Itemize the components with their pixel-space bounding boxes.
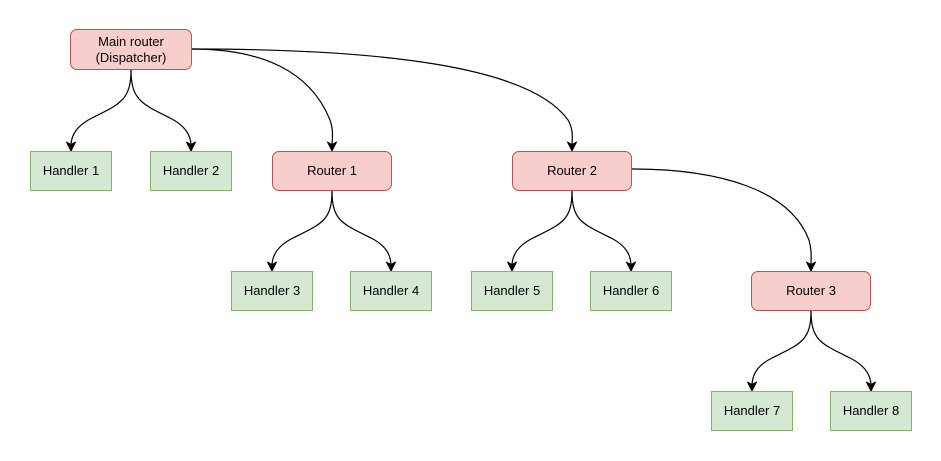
node-handler-5[interactable]: Handler 5: [471, 271, 553, 311]
arrow-head-icon: [747, 381, 757, 392]
arrow-head-icon: [806, 261, 816, 272]
edge-path: [191, 48, 573, 147]
edge-router-1-to-handler-4: [331, 190, 396, 272]
edge-router-2-to-handler-5: [507, 190, 573, 272]
node-router-2[interactable]: Router 2: [512, 151, 632, 191]
arrow-head-icon: [626, 261, 636, 272]
arrow-head-icon: [567, 141, 577, 152]
arrow-head-icon: [386, 261, 396, 272]
edge-path: [810, 310, 872, 387]
node-router-3[interactable]: Router 3: [751, 271, 871, 311]
edge-router-2-to-handler-6: [571, 190, 636, 272]
node-handler-4[interactable]: Handler 4: [350, 271, 432, 311]
arrow-head-icon: [267, 261, 277, 272]
node-handler-6[interactable]: Handler 6: [590, 271, 672, 311]
edge-path: [571, 190, 632, 267]
edge-path: [130, 69, 192, 147]
arrow-head-icon: [507, 261, 517, 272]
edge-main-router-to-handler-2: [130, 69, 196, 152]
edge-router-2-to-router-3: [631, 168, 816, 272]
arrow-head-icon: [866, 381, 876, 392]
edge-path: [70, 69, 132, 147]
edge-path: [271, 190, 333, 267]
edge-path: [191, 48, 334, 147]
edge-path: [331, 190, 392, 267]
edge-router-3-to-handler-8: [810, 310, 876, 392]
node-handler-2[interactable]: Handler 2: [150, 151, 232, 191]
edge-main-router-to-router-2: [191, 48, 577, 152]
node-handler-7[interactable]: Handler 7: [711, 391, 793, 431]
node-handler-8[interactable]: Handler 8: [830, 391, 912, 431]
arrow-head-icon: [327, 141, 337, 152]
node-handler-3[interactable]: Handler 3: [231, 271, 313, 311]
edge-router-1-to-handler-3: [267, 190, 333, 272]
edge-path: [631, 168, 812, 267]
edge-path: [751, 310, 812, 387]
edge-router-3-to-handler-7: [747, 310, 812, 392]
node-handler-1[interactable]: Handler 1: [30, 151, 112, 191]
arrow-head-icon: [66, 141, 76, 152]
edge-main-router-to-handler-1: [66, 69, 132, 152]
node-main-router[interactable]: Main router (Dispatcher): [70, 29, 192, 70]
node-router-1[interactable]: Router 1: [272, 151, 392, 191]
edge-main-router-to-router-1: [191, 48, 337, 152]
arrow-head-icon: [186, 141, 196, 152]
edge-path: [511, 190, 573, 267]
